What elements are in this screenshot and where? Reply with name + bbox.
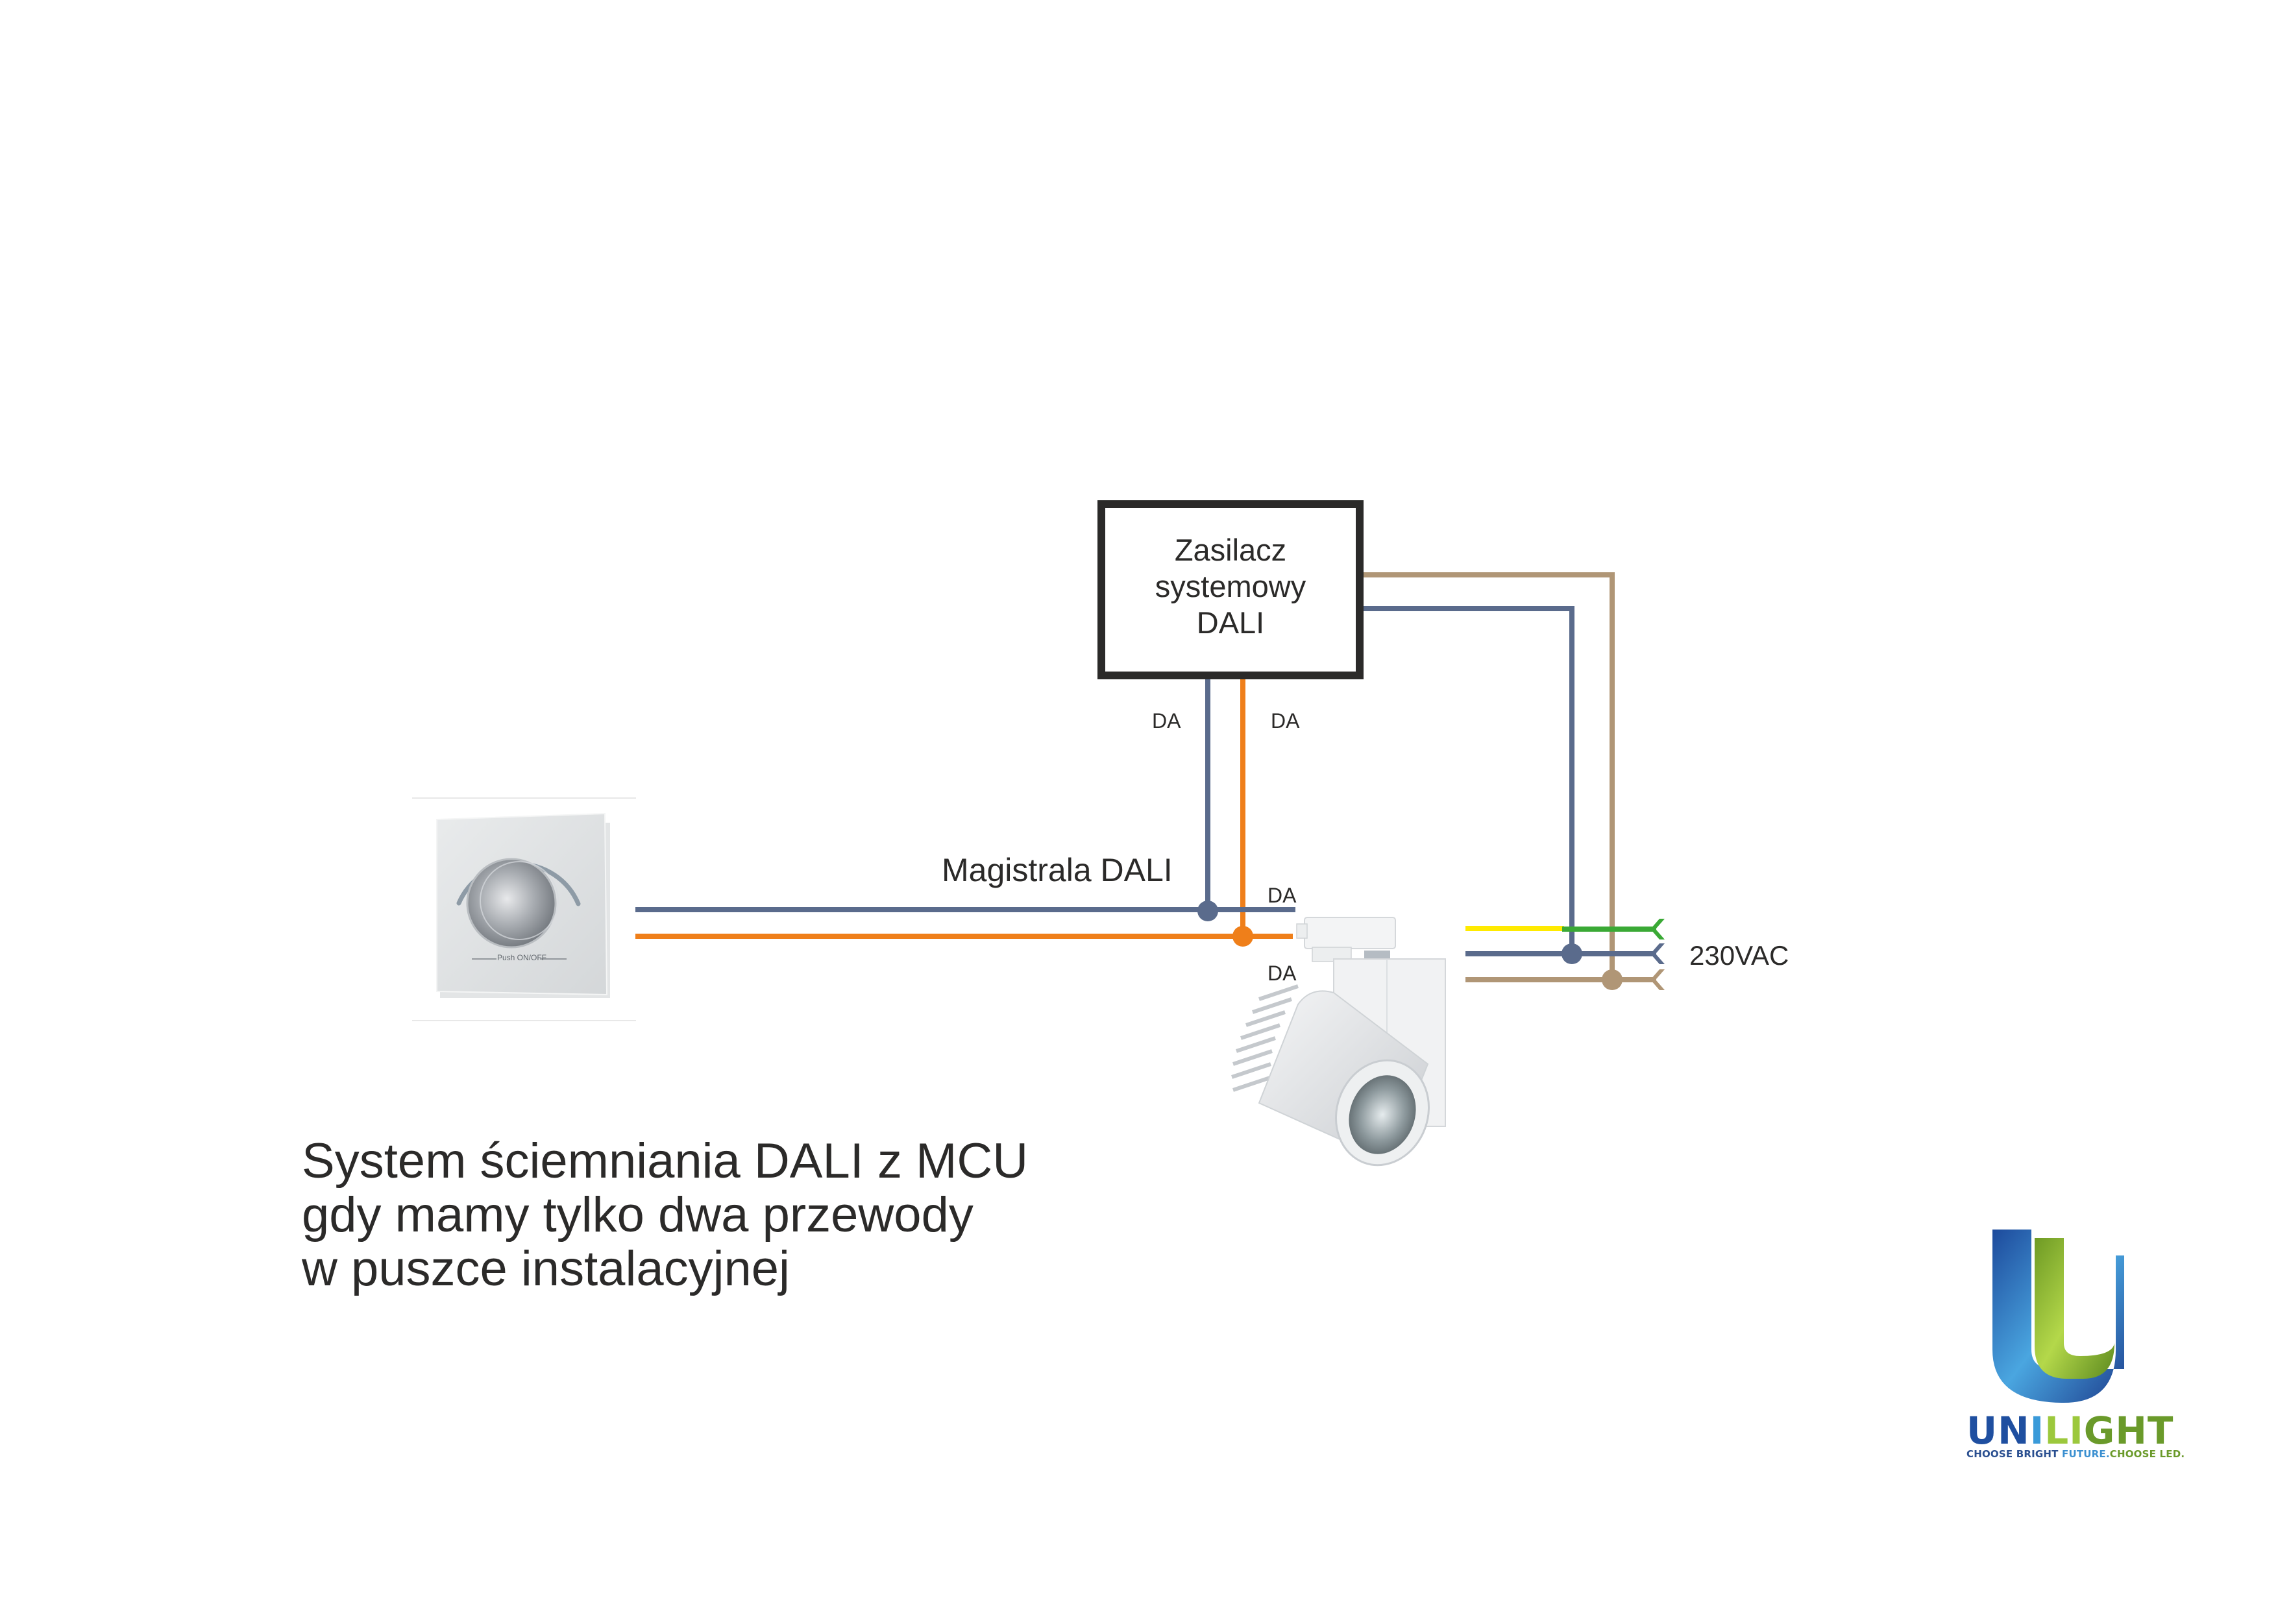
power-supply-line-3: DALI	[1196, 605, 1265, 640]
spotlight-lens	[1349, 1075, 1416, 1154]
spotlight-luminaire	[1231, 917, 1446, 1167]
dali-bus-label: Magistrala DALI	[942, 852, 1173, 888]
junction-dot-live	[1602, 969, 1623, 990]
da-label-lamp-bottom: DA	[1268, 962, 1297, 985]
heatsink-fins	[1231, 984, 1299, 1092]
title-line-1: System ściemniania DALI z MCU	[302, 1133, 1029, 1189]
power-supply-line-2: systemowy	[1155, 569, 1306, 603]
terminal-earth-icon	[1650, 919, 1665, 939]
junction-dot-blue	[1197, 901, 1218, 921]
mains-voltage-label: 230VAC	[1689, 940, 1789, 971]
da-label-supply-right: DA	[1271, 709, 1300, 733]
logo-word-part-1: UN	[1966, 1409, 2030, 1453]
unilight-wordmark: UNILIGHT	[1966, 1412, 2174, 1449]
title-line-2: gdy mamy tylko dwa przewody	[302, 1187, 974, 1242]
logo-word-part-4: GHT	[2083, 1409, 2174, 1453]
power-supply-label: Zasilacz systemowy DALI	[1097, 500, 1364, 679]
logo-word-part-3: LI	[2044, 1409, 2084, 1453]
terminal-live-icon	[1650, 969, 1665, 990]
power-supply-line-1: Zasilacz	[1174, 533, 1287, 567]
supply-neutral-wire	[1364, 606, 1574, 954]
tagline-part-3: CHOOSE LED.	[2109, 1448, 2185, 1460]
terminal-neutral-icon	[1650, 943, 1665, 964]
power-supply-box	[1097, 500, 1364, 679]
junction-dot-neutral	[1562, 943, 1582, 964]
da-label-supply-left: DA	[1152, 709, 1181, 733]
tagline-part-2: FUTURE.	[2062, 1448, 2110, 1460]
tagline-part-1: CHOOSE BRIGHT	[1966, 1448, 2063, 1460]
logo-word-part-2: I	[2029, 1409, 2045, 1453]
supply-live-wire	[1364, 572, 1615, 980]
dimmer-push-label: Push ON/OFF	[497, 953, 547, 962]
junction-dot-orange	[1232, 926, 1253, 947]
dimmer-panel	[412, 797, 636, 1021]
diagram-title: System ściemniania DALI z MCU gdy mamy t…	[302, 1134, 1028, 1296]
unilight-logo-mark	[1992, 1230, 2124, 1403]
title-line-3: w puszce instalacyjnej	[302, 1241, 790, 1296]
unilight-tagline: CHOOSE BRIGHT FUTURE.CHOOSE LED.	[1966, 1448, 2185, 1460]
da-label-lamp-top: DA	[1268, 884, 1297, 907]
